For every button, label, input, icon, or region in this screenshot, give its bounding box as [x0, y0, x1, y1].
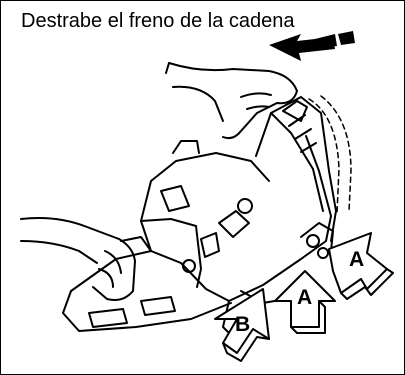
callout-arrow-b — [214, 288, 270, 362]
callout-label-b: B — [235, 313, 250, 336]
callout-arrow-a-upper — [328, 232, 394, 300]
callout-arrow-a-lower — [274, 270, 336, 334]
double-arrow-left-icon — [269, 31, 355, 61]
callout-label-a-lower: A — [297, 286, 312, 309]
lower-hand — [20, 217, 152, 301]
instruction-caption: Destrabe el freno de la cadena — [21, 10, 295, 32]
chainsaw-body — [62, 95, 352, 338]
upper-hand — [165, 62, 298, 140]
callout-label-a-upper: A — [349, 248, 364, 271]
